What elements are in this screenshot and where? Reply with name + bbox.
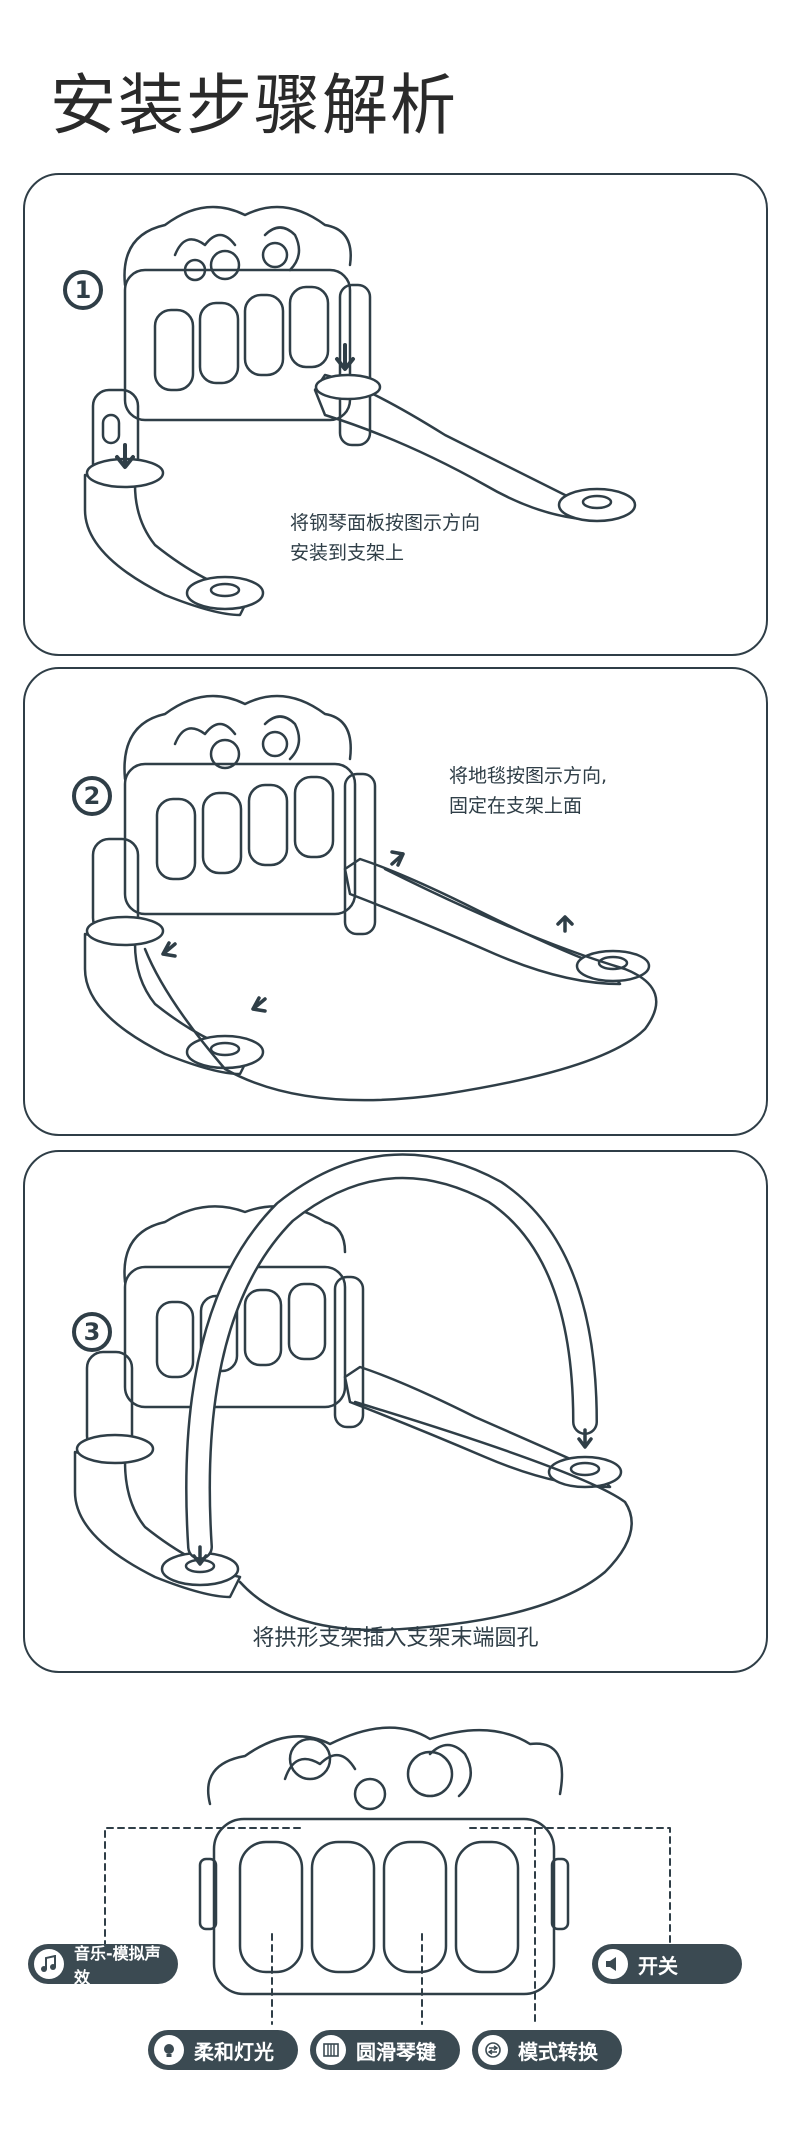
feature-light-label: 柔和灯光 <box>148 2030 298 2070</box>
step-2-number-badge: 2 <box>72 776 112 816</box>
feature-mode-text: 模式转换 <box>518 2039 598 2064</box>
feature-keys-text: 圆滑琴键 <box>356 2039 436 2064</box>
step-3-panel: 3 将拱形支架插入支架末端圆孔 <box>23 1150 768 1673</box>
step-3-number-badge: 3 <box>72 1312 112 1352</box>
feature-switch-label: 开关 <box>592 1944 742 1984</box>
feature-music-text: 音乐-模拟声效 <box>74 1944 161 1987</box>
page-title: 安装步骤解析 <box>50 67 458 144</box>
lightbulb-icon <box>154 2035 184 2065</box>
feature-keys-label: 圆滑琴键 <box>310 2030 460 2070</box>
step-3-caption: 将拱形支架插入支架末端圆孔 <box>252 1626 539 1651</box>
step-2-panel: 2 将地毯按图示方向, 固定在支架上面 <box>23 667 768 1136</box>
music-note-icon <box>34 1949 64 1979</box>
step-1-caption: 将钢琴面板按图示方向 安装到支架上 <box>290 512 481 564</box>
step-1-illustration <box>83 205 637 617</box>
piano-keys-icon <box>316 2035 346 2065</box>
mode-switch-icon <box>478 2035 508 2065</box>
step-2-caption: 将地毯按图示方向, 固定在支架上面 <box>449 765 608 817</box>
step-1-number-badge: 1 <box>63 270 103 310</box>
step-2-illustration <box>83 694 658 1102</box>
product-feature-diagram <box>104 1726 671 2025</box>
speaker-icon <box>598 1949 628 1979</box>
feature-mode-label: 模式转换 <box>472 2030 622 2070</box>
step-3-illustration <box>73 1153 633 1632</box>
step-1-panel: 1 将钢琴面板按图示方向 安装到支架上 <box>23 173 768 656</box>
feature-switch-text: 开关 <box>638 1953 678 1978</box>
feature-light-text: 柔和灯光 <box>194 2039 274 2064</box>
feature-music-label: 音乐-模拟声效 <box>28 1944 178 1987</box>
